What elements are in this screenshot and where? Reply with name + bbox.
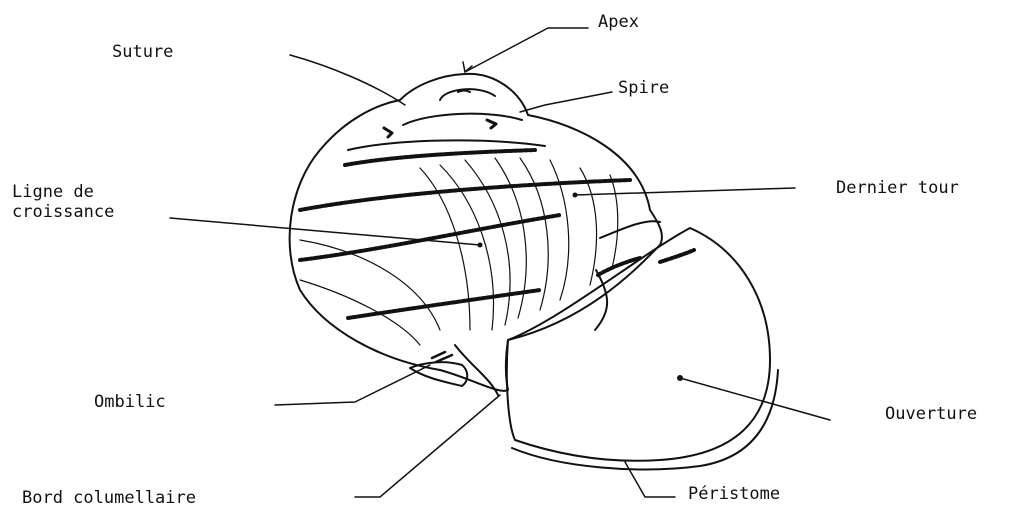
spire-suture-1 <box>403 114 522 125</box>
leader-dernier-tour <box>575 188 795 195</box>
label-peristome: Péristome <box>688 484 780 504</box>
spire-spot-2 <box>487 120 496 128</box>
leader-ouverture-dot <box>677 375 683 381</box>
band-6 <box>660 250 694 262</box>
leader-ligne-dot <box>478 243 483 248</box>
leader-apex-arrow <box>463 62 472 72</box>
leader-apex <box>465 28 588 72</box>
band-3 <box>300 215 560 260</box>
label-dernier-tour: Dernier tour <box>836 178 959 198</box>
shell-outline <box>290 74 662 391</box>
leader-ouverture <box>680 378 830 420</box>
leader-lines <box>170 28 830 497</box>
peristome-lip <box>512 370 778 469</box>
band-4 <box>348 290 540 318</box>
band-1 <box>345 150 535 165</box>
label-apex: Apex <box>598 12 639 32</box>
umbilicus <box>410 362 467 386</box>
label-bord-columellaire: Bord columellaire <box>22 488 196 508</box>
spire-spot-1 <box>384 128 392 137</box>
leader-ombilic <box>275 365 430 405</box>
leader-ligne <box>170 218 480 245</box>
aperture-outline <box>507 228 770 461</box>
leader-peristome <box>625 462 675 497</box>
leader-dernier-dot <box>573 193 578 198</box>
last-whorl-edge <box>600 221 660 238</box>
label-ombilic: Ombilic <box>94 392 166 412</box>
leader-suture <box>290 55 405 105</box>
spire-suture-2 <box>348 140 545 150</box>
label-ouverture: Ouverture <box>885 404 977 424</box>
leader-bord <box>355 395 500 497</box>
apex-tip <box>458 91 470 93</box>
leader-spire <box>520 92 612 112</box>
umbilicus-hatch <box>432 352 452 362</box>
label-suture: Suture <box>112 42 173 62</box>
label-ligne-de-croissance: Ligne de croissance <box>12 182 114 222</box>
label-spire: Spire <box>618 78 669 98</box>
